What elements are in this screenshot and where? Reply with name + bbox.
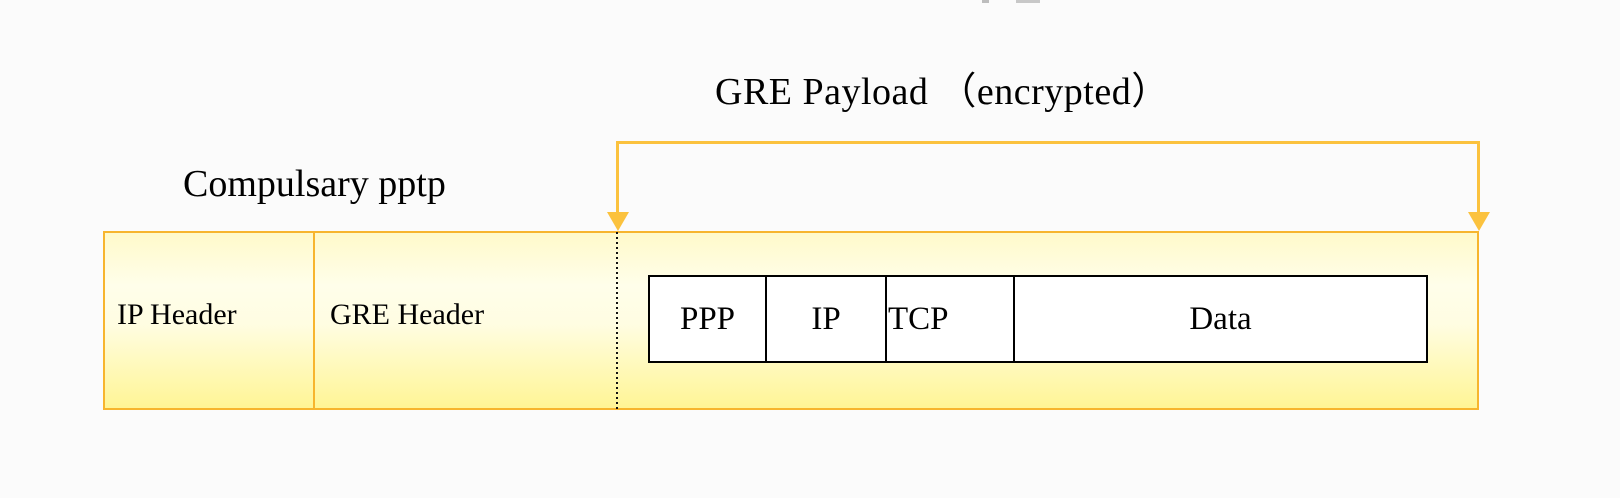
ip-header-segment-label: IP Header bbox=[117, 298, 237, 331]
payload-dotted-divider bbox=[616, 232, 618, 409]
payload-bracket-left-drop bbox=[616, 141, 619, 215]
compulsary-pptp-label: Compulsary pptp bbox=[183, 163, 446, 205]
down-arrow-icon bbox=[1468, 212, 1490, 231]
cell-divider bbox=[765, 277, 767, 361]
payload-bracket-line bbox=[616, 141, 1480, 144]
ip-gre-divider bbox=[313, 231, 315, 410]
cell-divider bbox=[1013, 277, 1015, 361]
cropped-text-artifact bbox=[982, 0, 989, 3]
payload-bracket-right-drop bbox=[1477, 141, 1480, 215]
encapsulated-frame-box: PPP IP TCP Data bbox=[648, 275, 1428, 363]
tcp-segment: TCP bbox=[888, 300, 949, 337]
data-segment: Data bbox=[1189, 300, 1252, 337]
gre-payload-title: GRE Payload （encrypted） bbox=[715, 71, 1170, 113]
ppp-segment: PPP bbox=[679, 300, 736, 337]
ip-segment: IP bbox=[811, 300, 841, 337]
gre-header-segment-label: GRE Header bbox=[330, 298, 485, 331]
down-arrow-icon bbox=[607, 212, 629, 231]
cropped-text-artifact bbox=[1016, 0, 1040, 3]
cell-divider bbox=[885, 277, 887, 361]
